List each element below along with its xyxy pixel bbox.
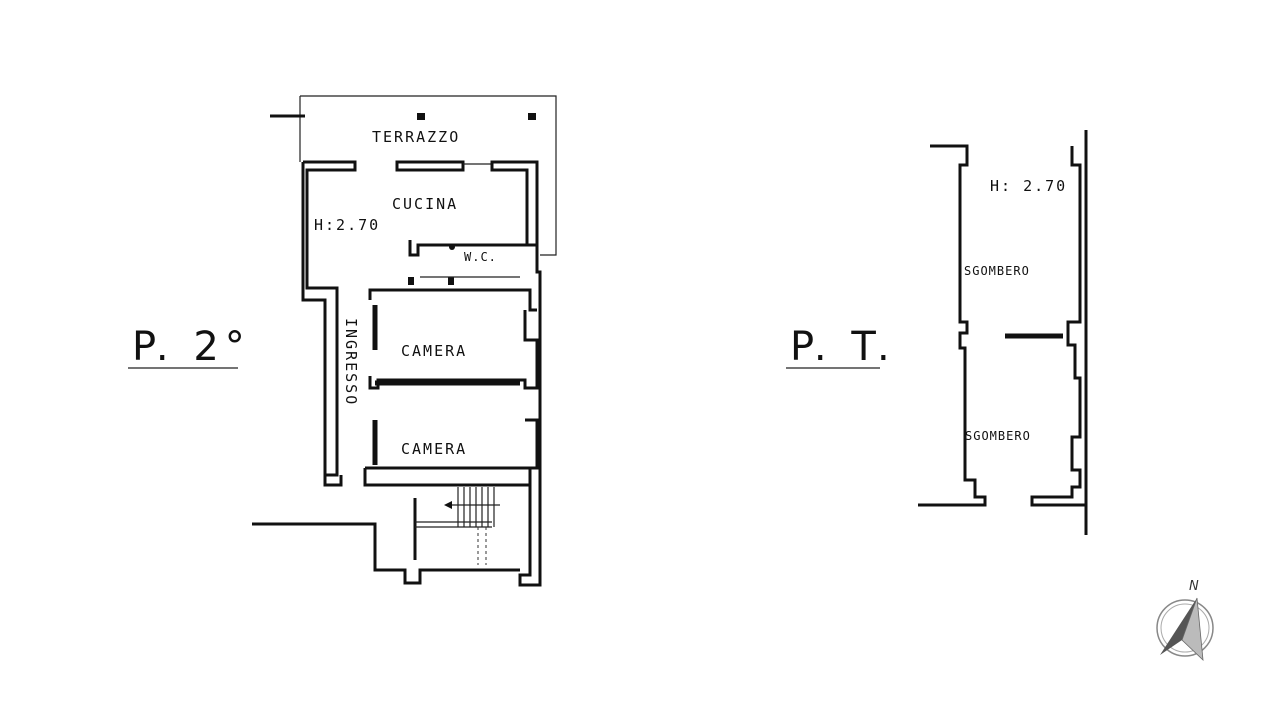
plan-ground-floor: H: 2.70 SGOMBERO SGOMBERO P. T. [786,130,1088,535]
room-label-storage-1: SGOMBERO [964,264,1030,278]
room-label-bedroom-2: CAMERA [401,440,467,458]
room-label-terrace: TERRAZZO [372,128,460,146]
height-label-ground-floor: H: 2.70 [990,177,1067,195]
apartment-walls [252,160,542,587]
floor-label-ground-floor: P. T. [790,324,896,370]
terrace-outline [270,95,557,256]
height-label-second-floor: H:2.70 [314,216,380,234]
room-label-storage-2: SGOMBERO [965,429,1031,443]
floor-label-second-floor: P. 2° [132,324,251,370]
north-arrow-icon: N [1156,579,1214,662]
room-label-kitchen: CUCINA [392,195,458,213]
north-label: N [1189,579,1199,594]
room-label-wc: W.C. [464,250,497,264]
room-label-entrance: INGRESSO [342,318,360,406]
ground-floor-walls [918,130,1088,535]
plan-second-floor: TERRAZZO CUCINA H:2.70 W.C. CAMERA CAMER… [128,95,557,587]
staircase-icon [444,487,500,565]
room-label-bedroom-1: CAMERA [401,342,467,360]
